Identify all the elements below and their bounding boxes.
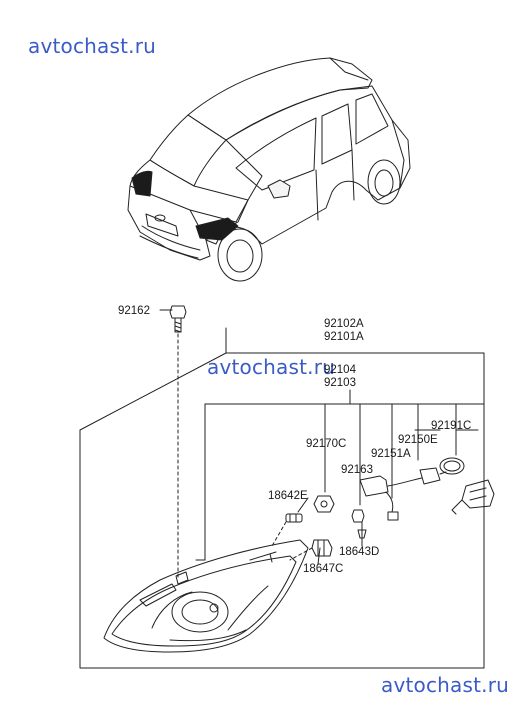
part-label-92163: 92163 (341, 464, 373, 476)
watermark-bottom: avtochast.ru (381, 673, 510, 697)
assembly-boundary (79, 352, 485, 669)
harness-92151A (359, 475, 423, 521)
part-label-18643D: 18643D (339, 546, 380, 558)
car-headlamp-left (131, 170, 153, 197)
part-label-92104: 92104 (324, 364, 356, 376)
part-label-18642E: 18642E (268, 490, 308, 502)
watermark-middle: avtochast.ru (207, 355, 336, 379)
car-illustration (127, 57, 411, 282)
part-label-92102A: 92102A (324, 318, 364, 330)
car-headlamp-right (195, 217, 239, 241)
part-label-18647C: 18647C (303, 563, 344, 575)
actuator-92191C (439, 457, 495, 515)
bulb-18647C (311, 539, 333, 557)
part-label-92101A: 92101A (324, 331, 364, 343)
bolt-92162 (169, 305, 187, 333)
part-label-92103: 92103 (324, 377, 356, 389)
part-label-92191C: 92191C (431, 420, 472, 432)
watermark-top: avtochast.ru (28, 34, 157, 58)
socket-92170C (313, 495, 335, 513)
part-label-92170C: 92170C (306, 438, 347, 450)
bulb-18642E (285, 513, 303, 523)
part-label-92162: 92162 (118, 305, 150, 317)
part-label-92151A: 92151A (371, 448, 411, 460)
bulb-92163 (351, 509, 365, 523)
headlamp-assembly (103, 539, 309, 653)
part-label-92150E: 92150E (398, 434, 438, 446)
